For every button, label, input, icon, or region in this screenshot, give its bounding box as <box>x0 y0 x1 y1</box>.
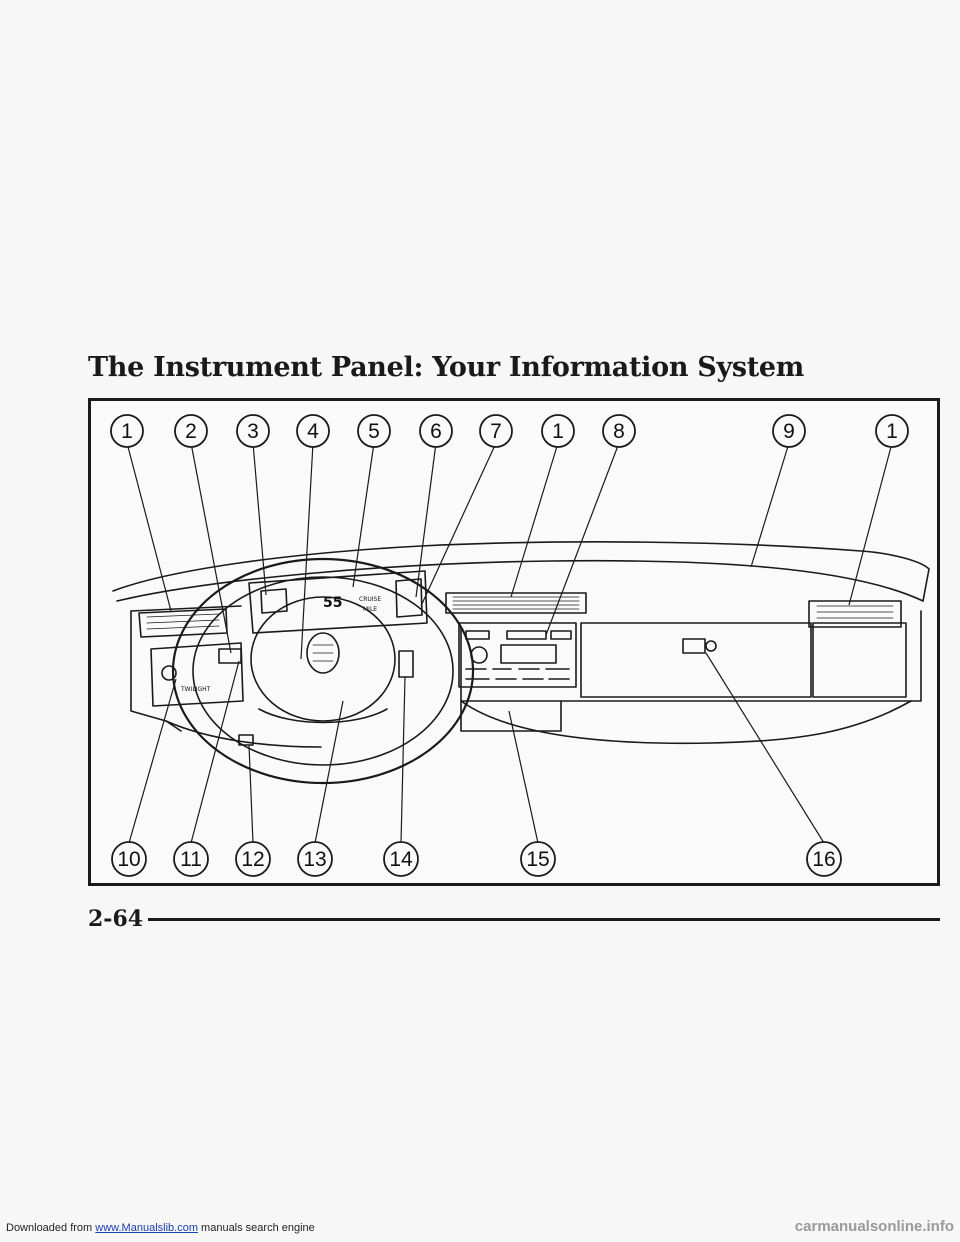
callout-5 <box>357 414 391 448</box>
callout-label: 15 <box>526 848 549 871</box>
instrument-cluster <box>248 570 428 634</box>
callout-1-center-vent <box>541 414 575 448</box>
left-panel-edge <box>130 610 182 732</box>
left-knee-panel <box>165 720 322 748</box>
steering-wheel-hub <box>250 596 396 722</box>
left-wheel-controls <box>218 648 242 664</box>
callout-label: 16 <box>812 848 835 871</box>
callout-label: 2 <box>185 420 197 443</box>
page-number: 2-64 <box>88 906 144 932</box>
callout-label: 1 <box>121 420 133 443</box>
right-vent <box>808 600 902 628</box>
center-vent <box>445 592 587 614</box>
callout-11 <box>173 841 209 877</box>
callout-label: 1 <box>886 420 898 443</box>
callout-13 <box>297 841 333 877</box>
callout-label: 5 <box>368 420 380 443</box>
storage-bin <box>460 700 562 732</box>
callout-label: 9 <box>783 420 795 443</box>
callout-label: 13 <box>303 848 326 871</box>
callout-1-left-vent <box>110 414 144 448</box>
callout-label: 12 <box>241 848 264 871</box>
headlamp-switch-panel <box>150 642 244 707</box>
steering-wheel-inner <box>192 576 454 766</box>
radio-display <box>500 644 557 664</box>
page-footer-rule <box>148 918 940 921</box>
callout-1-right-vent <box>875 414 909 448</box>
under-dash-switch <box>238 734 254 746</box>
instrument-panel-illustration: 55 CRUISE MILE TWILIGHT <box>110 414 930 877</box>
callout-label: 10 <box>117 848 140 871</box>
callout-14 <box>383 841 419 877</box>
callout-4 <box>296 414 330 448</box>
lower-dash-curve <box>460 700 912 745</box>
right-wheel-controls <box>398 650 414 678</box>
radio-outline <box>458 622 577 688</box>
callout-label: 1 <box>552 420 564 443</box>
glove-box-outline <box>580 622 812 698</box>
callout-label: 6 <box>430 420 442 443</box>
page-title: The Instrument Panel: Your Information S… <box>88 352 805 383</box>
callout-6 <box>419 414 453 448</box>
cluster-cruise-label: CRUISE <box>359 596 381 603</box>
dash-top-edge <box>112 541 930 602</box>
watermark: carmanualsonline.info <box>794 1218 954 1235</box>
download-note: Downloaded from www.Manualslib.com manua… <box>6 1222 315 1234</box>
dash-lower-edge <box>116 559 924 602</box>
download-note-prefix: Downloaded from <box>6 1222 93 1234</box>
cluster-mile-label: MILE <box>363 606 377 613</box>
instrument-panel-figure: 55 CRUISE MILE TWILIGHT <box>88 398 940 886</box>
callout-7 <box>479 414 513 448</box>
steering-wheel-rim <box>171 557 475 785</box>
callout-3 <box>236 414 270 448</box>
callout-10 <box>111 841 147 877</box>
callout-15 <box>520 841 556 877</box>
callout-label: 7 <box>490 420 502 443</box>
callout-2 <box>174 414 208 448</box>
headlamp-knob <box>161 665 177 681</box>
callout-8 <box>602 414 636 448</box>
callout-label: 4 <box>307 420 319 443</box>
callout-label: 8 <box>613 420 625 443</box>
center-lower-edge <box>460 610 922 702</box>
right-panel-outline <box>812 622 907 698</box>
manualslib-link[interactable]: www.Manualslib.com <box>95 1222 198 1234</box>
callout-9 <box>772 414 806 448</box>
callout-label: 11 <box>180 848 202 871</box>
callout-12 <box>235 841 271 877</box>
download-note-suffix: manuals search engine <box>201 1222 315 1234</box>
callout-label: 14 <box>389 848 413 871</box>
twilight-switch-label: TWILIGHT <box>180 686 211 693</box>
steering-lower-spoke <box>258 708 388 724</box>
callout-label: 3 <box>247 420 259 443</box>
steering-emblem <box>306 632 340 674</box>
glove-box-latch <box>682 638 706 654</box>
callout-16 <box>806 841 842 877</box>
cluster-speed-readout: 55 <box>323 595 342 611</box>
